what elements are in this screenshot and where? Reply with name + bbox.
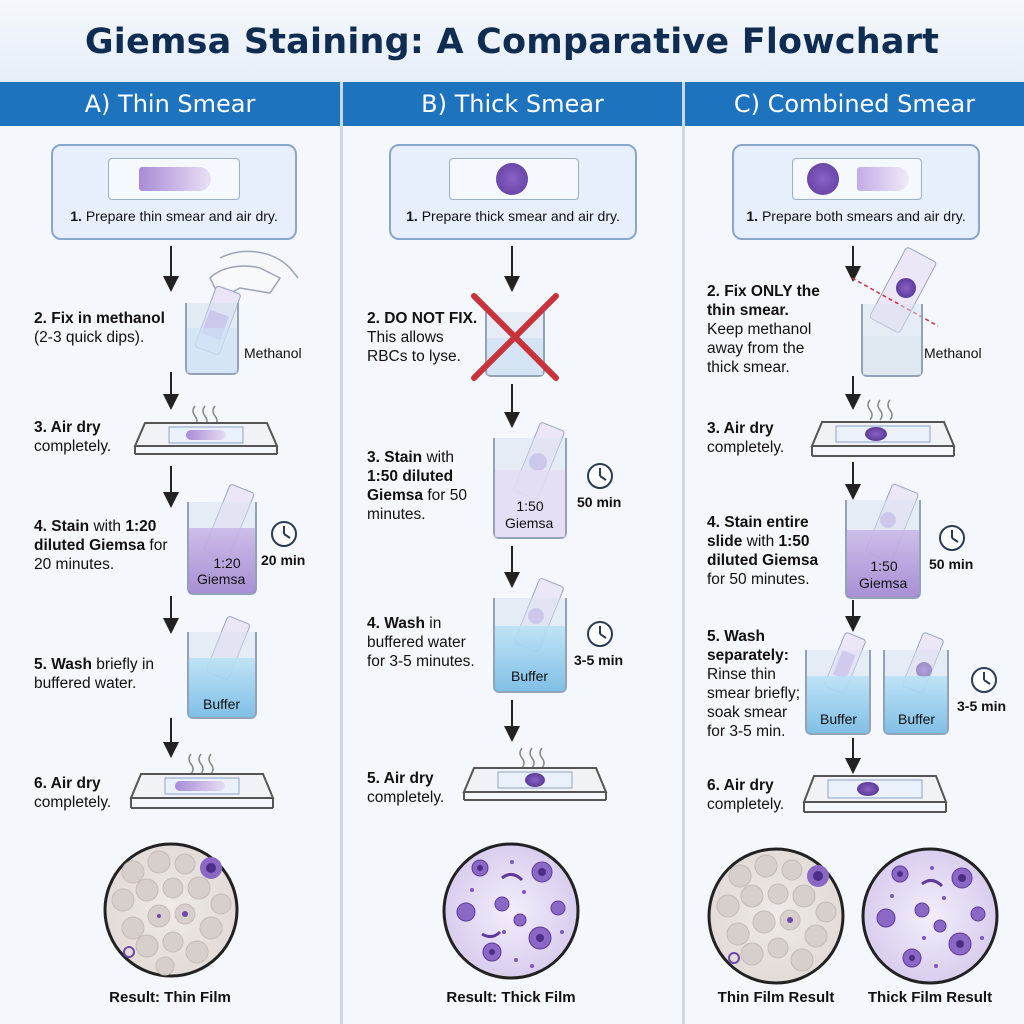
- column-divider: [340, 82, 343, 1024]
- step2-thin: 2. Fix in methanol(2-3 quick dips).: [34, 310, 165, 346]
- thin-smear-icon: [139, 167, 211, 191]
- clock-icon: [587, 463, 613, 489]
- clock-icon: [939, 525, 965, 551]
- step1-caption-thin: 1. Prepare thin smear and air dry.: [70, 208, 278, 224]
- buffer-label-thick: Buffer: [511, 668, 549, 684]
- time-label-thick-wash: 3-5 min: [574, 652, 624, 668]
- giemsa-beaker-icon: [845, 483, 921, 599]
- thick-smear-icon: [807, 163, 839, 195]
- buffer-label-combined-thick: Buffer: [898, 711, 936, 727]
- buffer-beaker-icon: [493, 578, 567, 693]
- giemsa-label-thick: Giemsa: [505, 515, 554, 531]
- arrow-icon: [163, 596, 179, 634]
- time-label-combined-wash: 3-5 min: [957, 698, 1007, 714]
- step1-card-combined: 1. Prepare both smears and air dry.: [732, 144, 980, 240]
- buffer-beaker-icon: [187, 616, 257, 719]
- arrow-icon: [504, 700, 520, 742]
- giemsa-label-combined: Giemsa: [859, 575, 908, 591]
- drying-rack-icon: [133, 405, 279, 455]
- buffer-beaker-thin-icon: [805, 632, 871, 735]
- slide-thick: [449, 158, 579, 200]
- arrow-icon: [504, 246, 520, 292]
- arrow-icon: [504, 384, 520, 428]
- clock-icon: [587, 621, 613, 647]
- result-label-thick: Result: Thick Film: [446, 989, 576, 1006]
- column-heading-thin: A) Thin Smear: [84, 90, 256, 118]
- column-divider: [682, 82, 685, 1024]
- arrow-icon: [845, 600, 861, 632]
- thin-smear-icon: [857, 167, 909, 191]
- title-banner: Giemsa Staining: A Comparative Flowchart: [0, 0, 1024, 82]
- result-label-combined-thick: Thick Film Result: [867, 989, 993, 1006]
- drying-rack-icon: [802, 775, 948, 813]
- step1-caption-combined: 1. Prepare both smears and air dry.: [746, 208, 966, 224]
- giemsa-ratio-thin: 1:20: [213, 555, 241, 571]
- column-header-bar: [0, 82, 1024, 126]
- column-heading-combined: C) Combined Smear: [733, 90, 976, 118]
- time-label-thick-stain: 50 min: [577, 494, 622, 510]
- arrow-icon: [163, 466, 179, 508]
- giemsa-beaker-icon: [187, 484, 257, 595]
- page-title: Giemsa Staining: A Comparative Flowchart: [84, 22, 940, 62]
- thin-film-microscope-view: [103, 842, 239, 978]
- thick-smear-icon: [496, 163, 528, 195]
- arrow-icon: [163, 372, 179, 410]
- clock-icon: [971, 667, 997, 693]
- arrow-icon: [845, 376, 861, 410]
- step1-card-thin: 1. Prepare thin smear and air dry.: [51, 144, 297, 240]
- column-heading-thick: B) Thick Smear: [421, 90, 604, 118]
- result-label-combined-thin: Thin Film Result: [717, 989, 835, 1006]
- methanol-label-combined: Methanol: [924, 345, 982, 361]
- methanol-beaker-icon: [185, 250, 299, 375]
- slide-thin: [108, 158, 240, 200]
- giemsa-ratio-thick: 1:50: [516, 498, 544, 514]
- step1-caption-thick: 1. Prepare thick smear and air dry.: [406, 208, 620, 224]
- arrow-icon: [845, 462, 861, 500]
- arrow-icon: [163, 718, 179, 758]
- giemsa-label-thin: Giemsa: [197, 571, 246, 587]
- do-not-fix-cross-icon: [471, 293, 559, 381]
- time-label-combined-stain: 50 min: [929, 556, 974, 572]
- clock-icon: [271, 521, 297, 547]
- time-label-thin-stain: 20 min: [261, 552, 306, 568]
- arrow-icon: [504, 546, 520, 588]
- arrow-icon: [163, 246, 179, 292]
- methanol-beaker-icon: [851, 247, 939, 377]
- step1-card-thick: 1. Prepare thick smear and air dry.: [389, 144, 637, 240]
- buffer-label-thin: Buffer: [203, 696, 241, 712]
- drying-rack-icon: [129, 753, 275, 809]
- drying-rack-icon: [462, 747, 608, 801]
- giemsa-ratio-combined: 1:50: [870, 558, 898, 574]
- methanol-label-thin: Methanol: [244, 345, 302, 361]
- thick-film-microscope-view: [442, 842, 580, 980]
- arrow-icon: [845, 738, 861, 774]
- buffer-label-combined-thin: Buffer: [820, 711, 858, 727]
- giemsa-beaker-icon: [493, 422, 567, 539]
- thin-film-result-microscope-view: [707, 847, 845, 985]
- buffer-beaker-thick-icon: [883, 632, 949, 735]
- arrow-icon: [845, 246, 861, 282]
- slide-combined: [792, 158, 922, 200]
- drying-rack-icon: [810, 399, 956, 457]
- thick-film-result-microscope-view: [861, 847, 999, 985]
- result-label-thin: Result: Thin Film: [109, 989, 231, 1006]
